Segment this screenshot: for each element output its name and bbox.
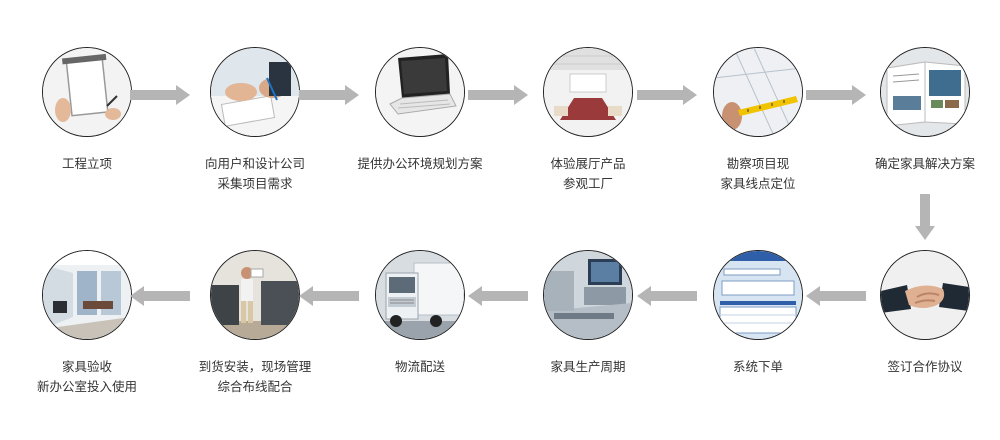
step-10-line-1: 物流配送 [394, 359, 445, 374]
arrow-left-5 [130, 286, 190, 306]
arrow-left-2 [637, 286, 697, 306]
arrow-right-1 [130, 85, 190, 105]
step-5-line-1: 勘察项目现 [726, 156, 790, 171]
step-12-line-2: 新办公室投入使用 [36, 379, 137, 394]
measuring-tape-icon [713, 47, 803, 137]
factory-machine-icon [543, 250, 633, 340]
step-11-line-1: 到货安装，现场管理 [198, 359, 312, 374]
truck-icon [375, 250, 465, 340]
step-7-line-1: 签订合作协议 [887, 359, 963, 374]
writing-hands-icon [210, 47, 300, 137]
step-1-line-1: 工程立项 [61, 156, 112, 171]
step-6-line-1: 确定家具解决方案 [874, 156, 975, 171]
installer-icon [210, 250, 300, 340]
step-4-line-2: 参观工厂 [562, 176, 613, 191]
order-form-icon [713, 250, 803, 340]
arrow-left-4 [299, 286, 359, 306]
arrow-right-4 [637, 85, 697, 105]
step-8-line-1: 系统下单 [732, 359, 783, 374]
step-4-line-1: 体验展厅产品 [550, 156, 626, 171]
arrow-right-2 [299, 85, 359, 105]
handshake-icon [880, 250, 970, 340]
brochure-icon [880, 47, 970, 137]
step-2-line-2: 采集项目需求 [217, 176, 293, 191]
arrow-right-5 [806, 85, 866, 105]
arrow-right-3 [468, 85, 528, 105]
arrow-left-1 [806, 286, 866, 306]
step-12-line-1: 家具验收 [61, 359, 112, 374]
arrow-left-3 [468, 286, 528, 306]
step-3-line-1: 提供办公环境规划方案 [357, 156, 483, 171]
arrow-down [915, 194, 935, 240]
office-interior-icon [42, 250, 132, 340]
step-11-line-2: 综合布线配合 [217, 379, 293, 394]
showroom-icon [543, 47, 633, 137]
step-9-line-1: 家具生产周期 [550, 359, 626, 374]
step-2-line-1: 向用户和设计公司 [204, 156, 305, 171]
step-5-line-2: 家具线点定位 [720, 176, 796, 191]
laptop-icon [375, 47, 465, 137]
clipboard-icon [42, 47, 132, 137]
